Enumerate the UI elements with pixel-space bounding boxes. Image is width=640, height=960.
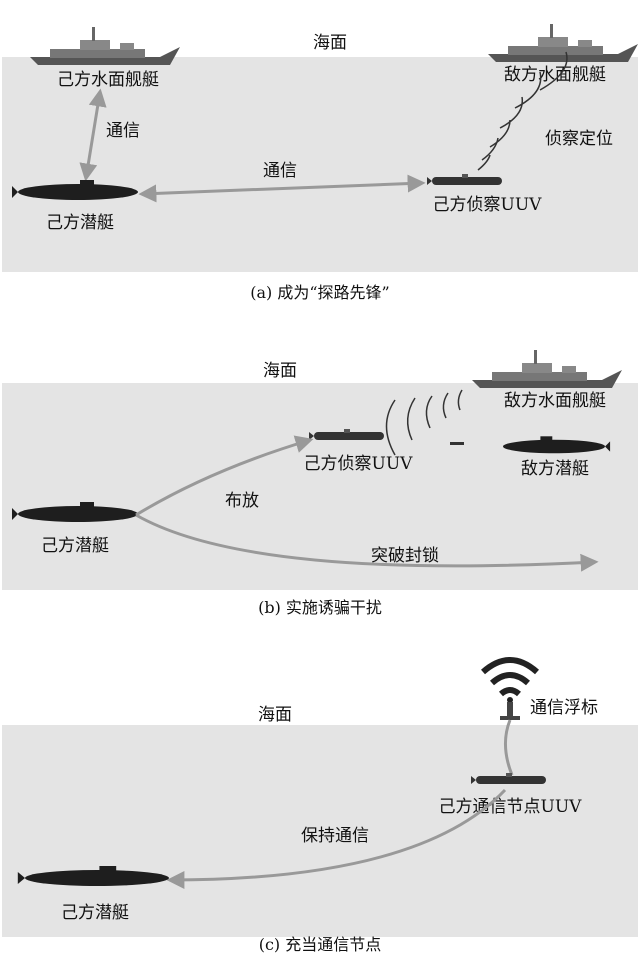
comm-horizontal-label: 通信 bbox=[263, 161, 297, 181]
panel-b: 海面 敌方水面舰艇 己方侦察UUV 敌方潜艇 己方潜艇 布放 突破封锁 (b) … bbox=[2, 350, 638, 617]
breakthrough-arrow bbox=[135, 513, 599, 572]
comm-arrow-horizontal bbox=[138, 174, 426, 203]
caption-a: (a) 成为“探路先锋” bbox=[250, 283, 389, 302]
breakthrough-label: 突破封锁 bbox=[371, 546, 439, 566]
sea-region bbox=[2, 725, 638, 937]
panel-a: 海面 己方水面舰艇 敌方水面舰艇 通信 己方潜艇 通信 己方侦察UUV 侦察定位… bbox=[2, 24, 638, 302]
own-sub-label: 己方潜艇 bbox=[61, 903, 129, 923]
own-sub-label: 己方潜艇 bbox=[46, 213, 114, 233]
comm-arrow-vertical bbox=[79, 88, 107, 182]
caption-b: (b) 实施诱骗干扰 bbox=[258, 598, 382, 617]
buoy-label: 通信浮标 bbox=[530, 698, 598, 718]
keep-comm-label: 保持通信 bbox=[301, 826, 369, 846]
caption-c: (c) 充当通信节点 bbox=[259, 935, 382, 954]
decoy-icon bbox=[450, 442, 464, 445]
keep-comm-arrow bbox=[166, 788, 507, 889]
sonar-waves-icon bbox=[385, 389, 463, 456]
uuv-label: 己方侦察UUV bbox=[304, 454, 414, 474]
enemy-sub-label: 敌方潜艇 bbox=[521, 459, 589, 479]
tether-line bbox=[504, 719, 514, 776]
own-sub-label: 己方潜艇 bbox=[41, 536, 109, 556]
sea-label: 海面 bbox=[313, 33, 347, 53]
sea-label: 海面 bbox=[258, 705, 292, 725]
deploy-arrow bbox=[135, 435, 314, 517]
enemy-ship-label: 敌方水面舰艇 bbox=[504, 391, 606, 411]
uuv-label: 己方通信节点UUV bbox=[439, 797, 583, 817]
sea-label: 海面 bbox=[263, 361, 297, 381]
recon-label: 侦察定位 bbox=[545, 129, 613, 149]
sea-region bbox=[2, 57, 638, 272]
own-ship-label: 己方水面舰艇 bbox=[57, 70, 159, 90]
enemy-surface-ship-icon bbox=[472, 350, 622, 388]
enemy-surface-ship-icon bbox=[488, 24, 638, 62]
sonar-waves-icon bbox=[477, 51, 568, 171]
buoy-icon bbox=[507, 702, 513, 716]
sea-region bbox=[2, 383, 638, 590]
panel-c: 海面 通信浮标 己方通信节点UUV 保持通信 己方潜艇 (c) 充当通信节点 bbox=[2, 657, 638, 954]
comm-vertical-label: 通信 bbox=[106, 121, 140, 141]
uuv-label: 己方侦察UUV bbox=[433, 195, 543, 215]
wifi-signal-icon bbox=[481, 657, 539, 697]
enemy-ship-label: 敌方水面舰艇 bbox=[504, 65, 606, 85]
own-surface-ship-icon bbox=[30, 27, 180, 65]
deploy-label: 布放 bbox=[225, 491, 259, 511]
